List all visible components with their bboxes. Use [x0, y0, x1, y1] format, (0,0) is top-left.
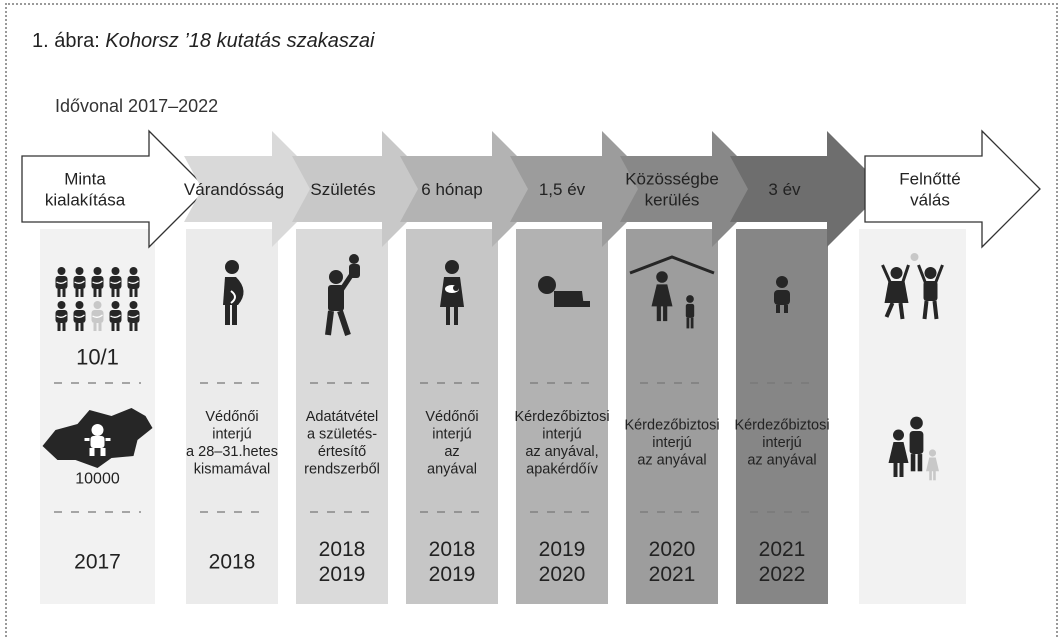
caption-prefix: 1. ábra: — [32, 30, 100, 52]
stage-label: Születés — [310, 180, 375, 199]
stage-column-8 — [859, 229, 966, 604]
stage-label: 3 év — [768, 180, 801, 199]
population-sample-icon — [55, 267, 140, 331]
arrow-shape — [730, 131, 885, 247]
children-playing-icon — [881, 253, 944, 320]
parent-lifting-baby-icon — [325, 254, 360, 336]
family-icon — [888, 416, 939, 481]
figure-caption: 1. ábra: Kohorsz ’18 kutatás szakaszai — [32, 30, 374, 53]
stage-label: 1,5 év — [539, 180, 586, 199]
arrow-shape — [184, 131, 330, 247]
stage-label: 6 hónap — [421, 180, 482, 199]
year-label: 2018 — [209, 550, 256, 573]
mother-child-shelter-icon — [629, 255, 715, 329]
method-text: 10000 — [75, 471, 120, 488]
stage-label: Várandósság — [184, 180, 284, 199]
stage-arrow-7: 3 év — [730, 131, 885, 247]
stage-arrow-2: Várandósság — [184, 131, 330, 247]
child-icon — [774, 276, 790, 313]
arrow-shape — [864, 129, 1041, 249]
stage-column-bg — [626, 229, 718, 604]
figure-frame — [5, 3, 1058, 637]
sample-ratio: 10/1 — [76, 345, 119, 370]
pregnant-woman-icon — [223, 260, 244, 325]
year-label: 2017 — [74, 550, 121, 573]
mother-holding-baby-icon — [440, 260, 464, 325]
timeline-label: Idővonal 2017–2022 — [55, 96, 219, 116]
stage-column-bg — [859, 229, 966, 604]
crawling-baby-icon — [538, 276, 590, 307]
stage-column-1: 10/1 10000 2017 — [40, 229, 155, 604]
hungary-map-baby-icon — [42, 408, 153, 468]
caption-title: Kohorsz ’18 kutatás szakaszai — [105, 30, 375, 52]
arrow-shape — [21, 129, 208, 249]
